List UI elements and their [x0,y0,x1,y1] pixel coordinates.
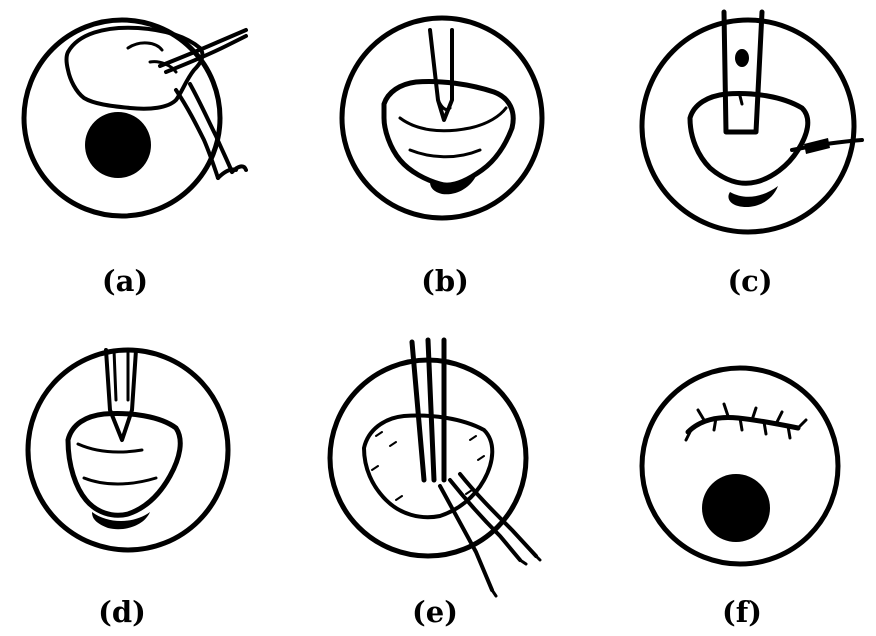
panel-c-blade [724,12,762,132]
panel-f [642,368,838,564]
panel-c-wound [690,94,808,184]
panel-b-label: (b) [415,264,475,298]
panel-c [642,12,862,232]
panel-a-label: (a) [95,264,155,298]
panel-a-forceps-lower [176,84,232,178]
panel-c-blade-mark [740,96,742,104]
panel-e-wound-texture [372,432,484,500]
panel-e-forceps-tips [492,556,540,596]
panel-c-label: (c) [720,264,780,298]
panel-d-instrument [106,350,136,440]
panel-c-needle-hub [804,138,830,154]
panel-b-inner-fold [400,108,506,157]
panel-b [342,18,542,218]
panel-f-label: (f) [712,595,772,629]
panel-a-forceps-tip [218,166,246,178]
panel-d-instrument-ridge [114,350,128,400]
panel-d-inner-fold [78,444,156,484]
panel-e-label: (e) [405,595,465,629]
panel-e-wound [364,416,492,518]
panel-c-wound-shadow [728,186,778,207]
panel-d-label: (d) [92,595,152,629]
panel-f-pupil [702,474,770,542]
panel-d [28,350,228,550]
panel-a [24,20,246,216]
panel-c-blade-hole [735,49,749,67]
panel-b-wound [384,81,513,185]
panel-a-flap-fold [128,43,176,72]
panel-a-pupil [85,112,151,178]
panel-e [330,340,540,596]
